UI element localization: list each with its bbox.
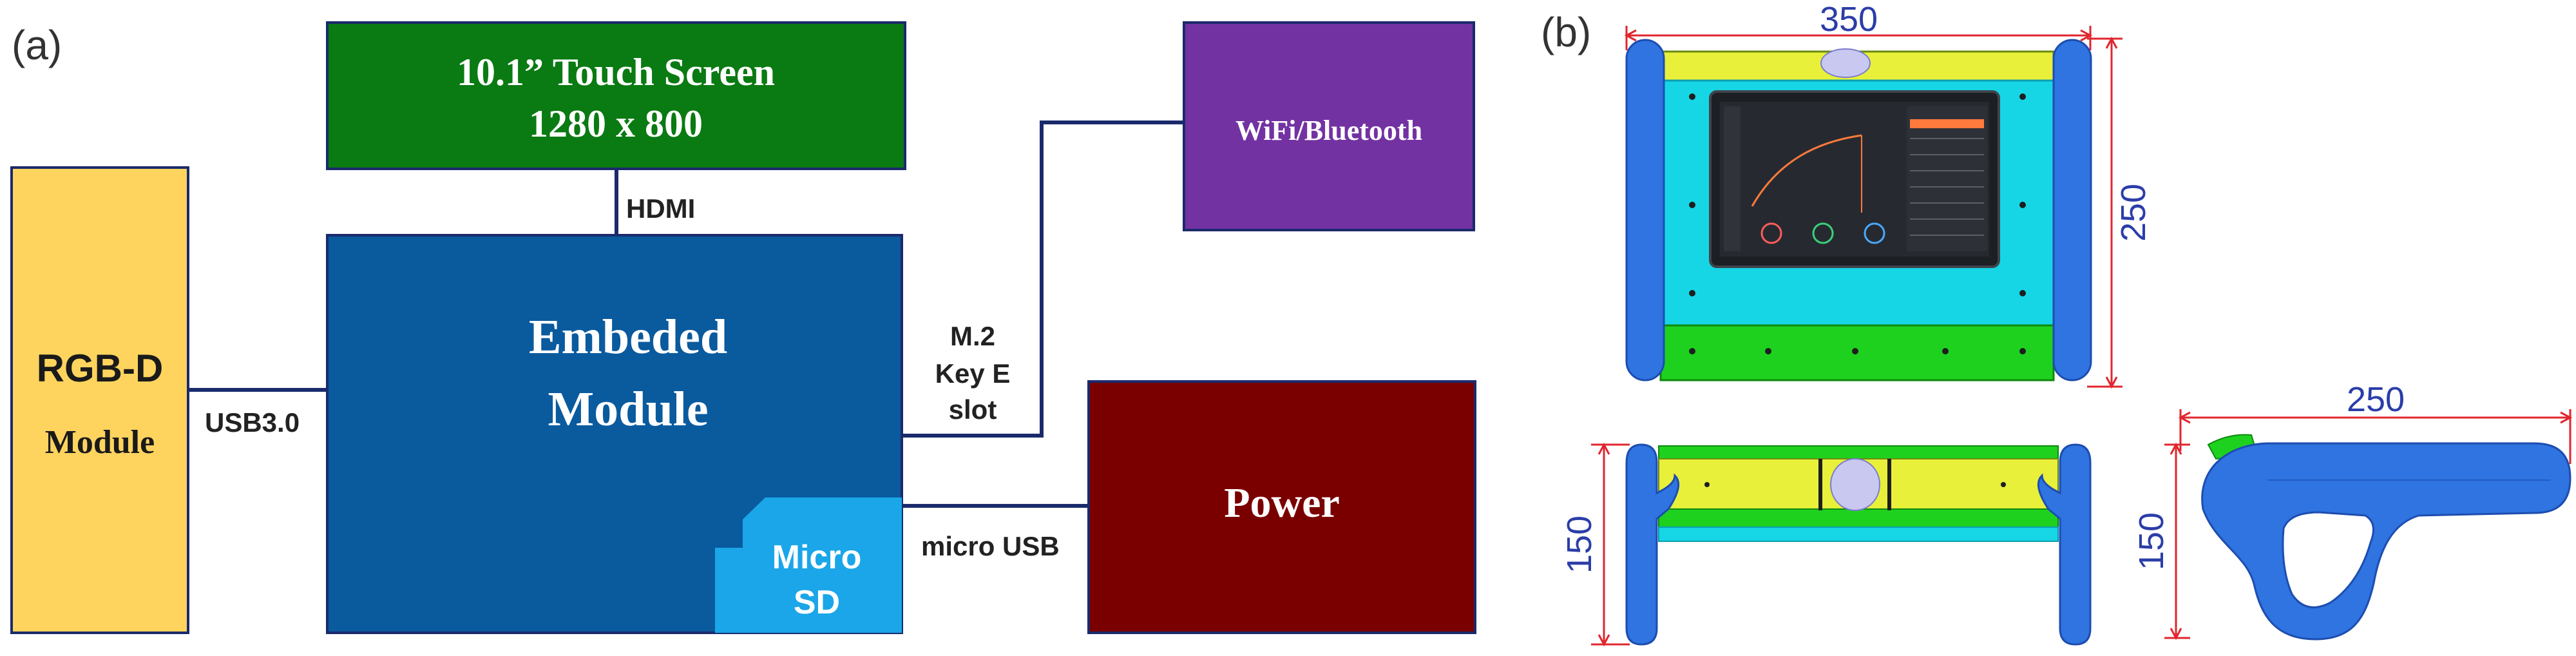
rgbd-label-line1: RGB-D [37, 347, 164, 390]
micro-usb-label: micro USB [921, 531, 1060, 561]
side-length-label: 250 [2347, 380, 2405, 419]
microsd-box [715, 497, 902, 633]
hdmi-label: HDMI [626, 193, 695, 224]
power-box [1087, 380, 1476, 634]
side-length-dim [2178, 409, 2573, 464]
front-height-dim [2087, 36, 2123, 389]
rgbd-label-line2: Module [45, 424, 155, 461]
m2-line [902, 121, 1184, 438]
connector-lines [188, 121, 1184, 508]
top-depth-dim [1591, 442, 1630, 647]
m2-label-line3: slot [949, 394, 997, 425]
top-depth-label: 150 [1560, 516, 1599, 574]
panel-b-tag: (b) [1541, 9, 1591, 55]
top-view: 150 [1560, 442, 2092, 647]
microsd-label-line2: SD [794, 584, 840, 621]
touch-screen-label-line1: 10.1” Touch Screen [457, 51, 775, 93]
side-height-label: 150 [2132, 512, 2171, 570]
side-view: 250 150 [2132, 380, 2573, 641]
m2-label-line2: Key E [935, 358, 1011, 389]
front-height-label: 250 [2114, 184, 2153, 242]
panel-a-tag: (a) [12, 22, 62, 68]
power-label: Power [1224, 479, 1340, 526]
embedded-label-line1: Embeded [529, 310, 727, 364]
front-view: 350 250 [1624, 0, 2153, 389]
usb3-label: USB3.0 [205, 407, 300, 438]
embedded-label-line2: Module [548, 382, 708, 436]
microsd-label-line1: Micro [772, 539, 862, 576]
rgbd-module-box [10, 166, 189, 634]
m2-label-line1: M.2 [950, 321, 995, 351]
touch-screen-label-line2: 1280 x 800 [529, 102, 703, 145]
wifi-bluetooth-label: WiFi/Bluetooth [1236, 115, 1422, 146]
front-width-label: 350 [1820, 0, 1878, 39]
touch-screen-box [326, 21, 906, 170]
front-width-dim [1624, 26, 2093, 50]
wifi-bluetooth-box [1183, 21, 1475, 231]
side-height-dim [2164, 442, 2190, 641]
